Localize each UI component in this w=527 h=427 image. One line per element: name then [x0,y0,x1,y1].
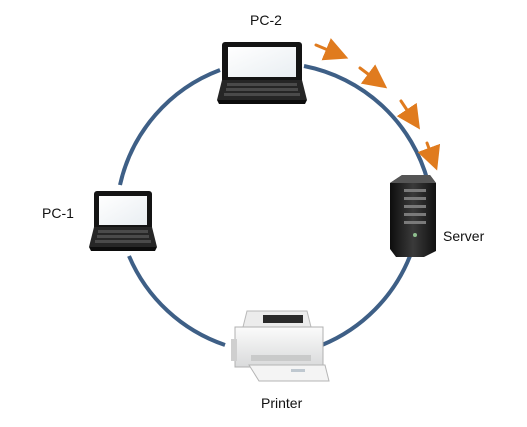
laptop-icon [217,42,307,104]
flow-arrow [417,141,441,171]
ring-segment-pc1-pc2 [118,68,221,186]
ring-segment-pc2-server [303,64,430,183]
ring-segment-printer-pc1 [127,255,226,347]
laser-printer-icon [231,310,330,382]
pc1-label: PC-1 [42,205,74,221]
data-flow-arrows [314,38,441,171]
printer-label: Printer [261,395,303,411]
flow-arrow [358,64,388,89]
pc2-label: PC-2 [250,12,282,28]
server-label: Server [443,228,485,244]
ring-segment-server-printer [321,255,412,347]
ring-connections [118,64,430,347]
flow-arrow [314,38,349,61]
flow-arrow [396,99,420,130]
laptop-icon [89,191,157,251]
server-tower-icon [390,175,436,257]
